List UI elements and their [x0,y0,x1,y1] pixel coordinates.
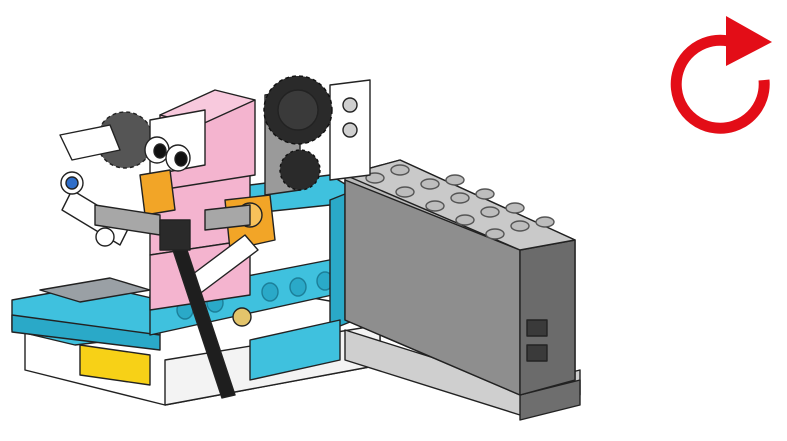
port-b [526,344,548,362]
tan-pin [232,307,252,327]
rotate-clockwise-icon [670,16,772,134]
orange-arm-left [139,169,176,216]
blue-pin [65,176,79,190]
black-gear-small [279,149,321,191]
port-a [526,319,548,337]
yellow-brick [79,344,151,386]
rotate-button[interactable] [664,12,780,136]
